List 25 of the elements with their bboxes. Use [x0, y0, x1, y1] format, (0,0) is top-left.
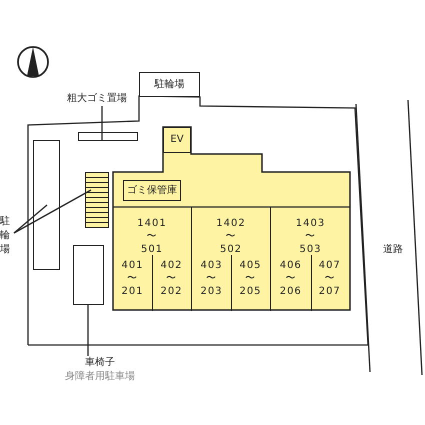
unit-number: 403 〜 203: [199, 259, 224, 298]
road-label: 道路: [383, 244, 403, 256]
bicycle-rack: [85, 172, 109, 228]
parking-area: [33, 140, 60, 270]
storage-area: [78, 132, 138, 141]
area-label: 粗大ゴミ置場: [66, 93, 128, 105]
unit-number: 407 〜 207: [318, 259, 342, 298]
unit-number: 402 〜 202: [159, 259, 184, 298]
unit-number: 401 〜 201: [120, 259, 145, 298]
unit-number: 405 〜 205: [238, 259, 263, 298]
leader-line: [14, 189, 92, 234]
room-label: ゴミ保管庫: [126, 184, 178, 196]
unit-number: 1401 〜 501: [136, 217, 168, 256]
room-label: EV: [169, 134, 185, 146]
unit-number: 1402 〜 502: [215, 217, 247, 256]
leader-line: [87, 305, 89, 356]
room-label: 駐輪場: [153, 78, 186, 90]
parking-space: [73, 245, 104, 305]
leader-line: [101, 106, 103, 141]
leader-line: [14, 204, 48, 234]
unit-number: 1403 〜 503: [294, 217, 326, 256]
area-label: 車椅子: [84, 356, 116, 369]
unit-number: 406 〜 206: [278, 259, 303, 298]
area-label: 駐輪場: [0, 215, 11, 257]
caption-text: 身障者用駐車場: [64, 370, 136, 383]
